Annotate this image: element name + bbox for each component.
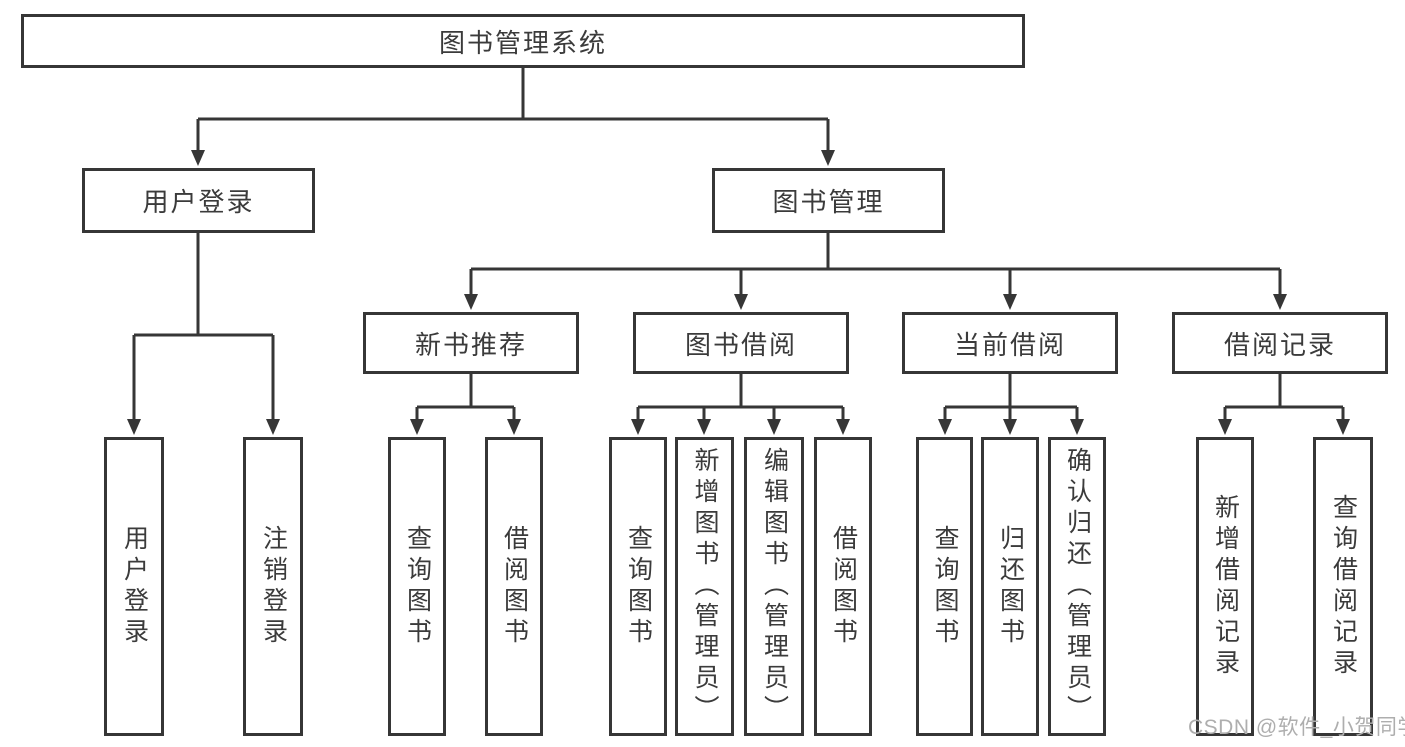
node-book-borrowing: 图书借阅 [633, 312, 849, 374]
node-library-management-system: 图书管理系统 [21, 14, 1025, 68]
node-label: 新书推荐 [414, 329, 527, 360]
node-new-book-recommend: 新书推荐 [363, 312, 579, 374]
node-label: 注销登录 [259, 524, 288, 649]
node-leaf-edit-books-admin: 编辑图书（管理员） [744, 437, 804, 736]
arrowhead-icons [127, 150, 1350, 435]
node-label: 用户登录 [120, 524, 149, 649]
node-leaf-borrow-books-borrowing: 借阅图书 [814, 437, 872, 736]
node-label: 查询图书 [403, 524, 432, 649]
node-label: 图书管理 [772, 187, 885, 217]
node-label: 借阅图书 [500, 524, 529, 649]
node-leaf-logout: 注销登录 [243, 437, 303, 736]
node-leaf-query-books-borrowing: 查询图书 [609, 437, 667, 736]
node-book-management: 图书管理 [712, 168, 945, 233]
node-leaf-confirm-return-admin: 确认归还（管理员） [1048, 437, 1106, 736]
node-label: 编辑图书（管理员） [760, 447, 789, 726]
node-label: 新增借阅记录 [1211, 493, 1240, 680]
node-label: 当前借阅 [953, 329, 1066, 360]
node-user-login: 用户登录 [82, 168, 315, 233]
node-label: 归还图书 [996, 524, 1025, 649]
node-borrow-records: 借阅记录 [1172, 312, 1388, 374]
node-leaf-user-login: 用户登录 [104, 437, 164, 736]
node-leaf-query-books-recommend: 查询图书 [388, 437, 446, 736]
node-label: 查询借阅记录 [1329, 493, 1358, 680]
node-label: 查询图书 [624, 524, 653, 649]
node-leaf-add-books-admin: 新增图书（管理员） [675, 437, 734, 736]
node-label: 图书借阅 [684, 329, 797, 360]
node-leaf-add-borrow-record: 新增借阅记录 [1196, 437, 1254, 736]
node-leaf-query-borrow-record: 查询借阅记录 [1313, 437, 1373, 736]
node-leaf-query-books-current: 查询图书 [916, 437, 973, 736]
node-label: 确认归还（管理员） [1063, 447, 1092, 726]
node-label: 借阅记录 [1223, 329, 1336, 360]
node-label: 借阅图书 [829, 524, 858, 649]
node-label: 图书管理系统 [438, 27, 607, 58]
node-leaf-borrow-books-recommend: 借阅图书 [485, 437, 543, 736]
node-label: 用户登录 [142, 187, 255, 217]
csdn-watermark: CSDN @软件_小贺同学 [1188, 716, 1405, 739]
node-label: 查询图书 [931, 524, 959, 649]
node-label: 新增图书（管理员） [691, 447, 719, 726]
node-leaf-return-books: 归还图书 [981, 437, 1039, 736]
node-current-borrowing: 当前借阅 [902, 312, 1118, 374]
